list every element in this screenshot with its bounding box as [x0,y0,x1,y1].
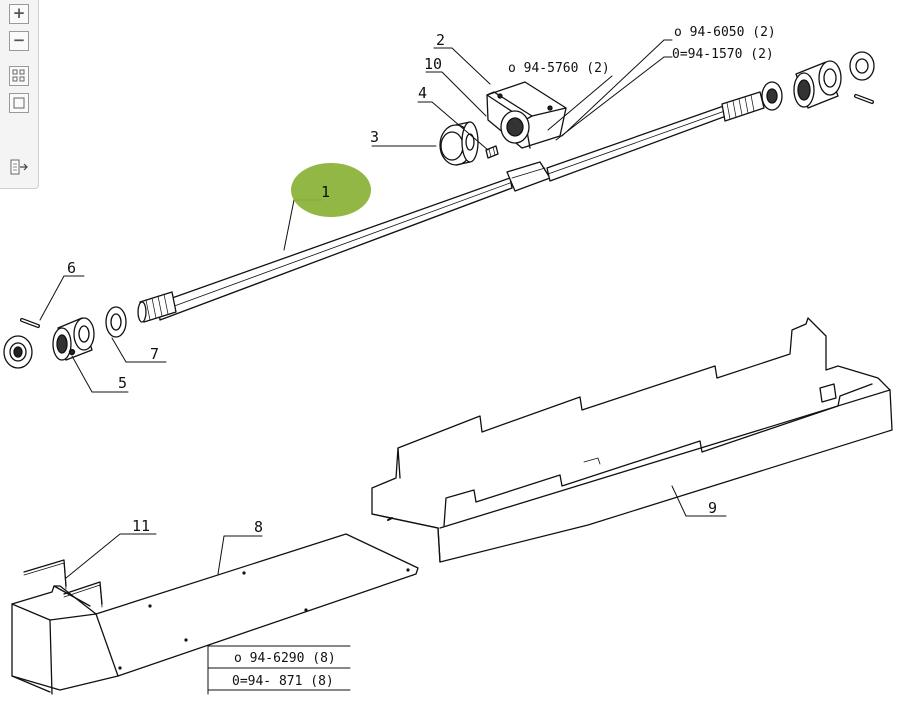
bearing-housing-part-2 [486,81,567,149]
left-bearing-part [3,335,33,369]
flange-part-3 [439,121,479,166]
part-ref-94-6050: o 94-6050 (2) [674,25,776,40]
part-ref-94-1570: 0=94-1570 (2) [672,47,774,62]
highlight-marker [291,163,371,217]
viewer-toolbar: + − [0,0,39,189]
grid-icon [12,69,25,82]
actual-size-button[interactable] [9,93,29,113]
fit-page-button[interactable] [9,66,29,86]
callout-1[interactable]: 1 [321,183,330,201]
grease-nipple-part-4 [485,145,499,159]
pin-part-6 [20,318,40,328]
right-washer-part [849,51,875,81]
zoom-out-button[interactable]: − [9,31,29,51]
coupling-part-5 [52,317,95,361]
leader-lines [39,39,727,695]
bolt-part-11 [23,559,103,608]
square-icon [13,97,25,109]
part-ref-94-6290: o 94-6290 (8) [234,651,336,666]
part-ref-94-5760: o 94-5760 (2) [508,61,610,76]
right-pin-part [854,94,874,104]
callout-10[interactable]: 10 [424,55,442,73]
callout-4[interactable]: 4 [418,84,427,102]
callout-11[interactable]: 11 [132,517,150,535]
callout-9[interactable]: 9 [708,499,717,517]
right-coupling-part [793,60,842,109]
zoom-in-button[interactable]: + [9,4,29,24]
export-icon [10,159,28,175]
callout-6[interactable]: 6 [67,259,76,277]
callout-8[interactable]: 8 [254,518,263,536]
export-button[interactable] [9,157,29,177]
shaft-part [137,91,765,323]
callout-3[interactable]: 3 [370,128,379,146]
washer-part-7 [105,306,127,338]
callout-2[interactable]: 2 [436,31,445,49]
right-bearing-part [761,81,783,111]
callout-7[interactable]: 7 [150,345,159,363]
callout-5[interactable]: 5 [118,374,127,392]
cover-part-8 [11,533,419,695]
part-ref-94-871: 0=94- 871 (8) [232,674,334,689]
cover-part-9 [371,317,893,563]
